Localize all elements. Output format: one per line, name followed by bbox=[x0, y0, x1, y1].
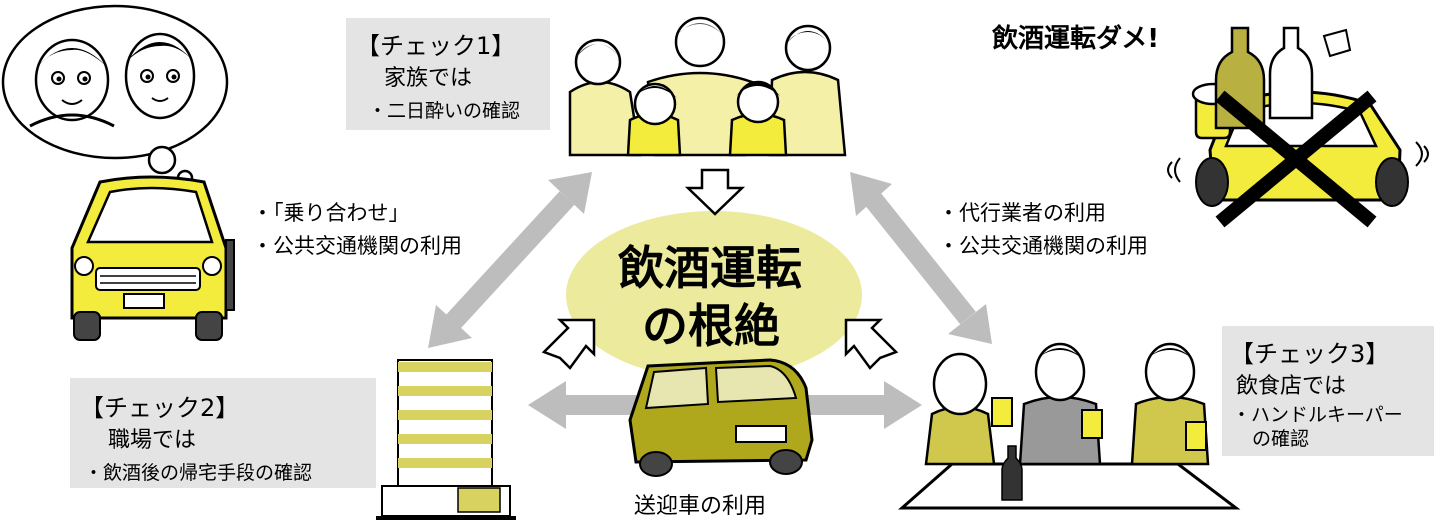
center-ellipse bbox=[566, 211, 862, 379]
check3-item-line1: ・ハンドルキーパー bbox=[1232, 404, 1403, 426]
center-title-line1: 飲酒運転 bbox=[618, 241, 802, 295]
warning-text: 飲酒運転ダメ! bbox=[992, 24, 1160, 54]
check1-subtitle: 家族では bbox=[384, 66, 473, 91]
no-drunk-driving-illustration bbox=[1167, 26, 1429, 228]
check3-item-line2: の確認 bbox=[1252, 428, 1310, 450]
right-measure-1: ・代行業者の利用 bbox=[938, 201, 1106, 225]
office-building-illustration bbox=[376, 359, 516, 520]
check2-title: 【チェック2】 bbox=[80, 394, 240, 422]
arrow-top-to-right bbox=[850, 172, 992, 344]
check1-box bbox=[346, 18, 550, 130]
check1-title: 【チェック1】 bbox=[356, 32, 516, 60]
down-arrow-icon bbox=[684, 168, 746, 216]
bottom-label: 送迎車の利用 bbox=[634, 494, 767, 519]
left-up-arrow-icon bbox=[541, 318, 596, 370]
check3-subtitle: 飲食店では bbox=[1236, 374, 1347, 399]
shared-car-illustration bbox=[70, 175, 235, 341]
check3-title: 【チェック3】 bbox=[1230, 340, 1390, 368]
right-measure-2: ・公共交通機関の利用 bbox=[938, 234, 1148, 258]
family-illustration bbox=[565, 16, 847, 157]
shuttle-van-illustration bbox=[628, 358, 814, 477]
check2-box bbox=[70, 378, 376, 488]
arrow-top-to-left bbox=[428, 172, 592, 348]
restaurant-illustration bbox=[898, 342, 1241, 510]
check2-item: ・飲酒後の帰宅手段の確認 bbox=[84, 462, 313, 484]
check1-item: ・二日酔いの確認 bbox=[368, 100, 521, 122]
left-measure-1: ・「乗り合わせ」 bbox=[252, 201, 410, 225]
thought-bubble bbox=[1, 4, 229, 187]
center-title-line2: の根絶 bbox=[642, 299, 780, 353]
right-up-arrow-icon bbox=[844, 318, 899, 370]
check3-box bbox=[1222, 326, 1434, 456]
left-measure-2: ・公共交通機関の利用 bbox=[252, 234, 462, 258]
check2-subtitle: 職場では bbox=[108, 428, 197, 453]
